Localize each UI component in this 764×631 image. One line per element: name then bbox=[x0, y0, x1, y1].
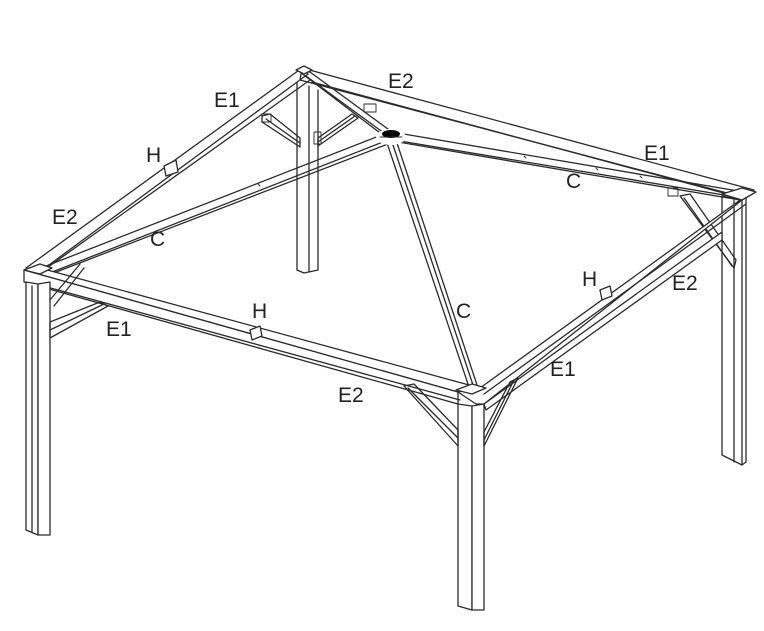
label-e1-top-left: E1 bbox=[214, 89, 240, 112]
rafter-c-left bbox=[35, 133, 389, 277]
label-e2-front: E2 bbox=[338, 384, 364, 407]
corner-cap-right bbox=[721, 187, 757, 201]
back-post-braces bbox=[261, 113, 359, 148]
front-left-post bbox=[25, 281, 51, 536]
label-c-front: C bbox=[456, 300, 471, 323]
label-e2-left: E2 bbox=[52, 206, 78, 229]
label-e1-front: E1 bbox=[106, 318, 132, 341]
beam-e1-left bbox=[25, 67, 311, 281]
back-bracket bbox=[363, 103, 377, 113]
corner-cap-front-right bbox=[455, 383, 487, 395]
part-labels: E1 E2 H E1 E2 C C H H E2 E1 C E1 E2 bbox=[52, 70, 698, 407]
label-e2-right: E2 bbox=[672, 272, 698, 295]
front-left-brace bbox=[49, 263, 109, 339]
rafter-c-front bbox=[385, 139, 479, 391]
beam-e1-right bbox=[457, 189, 755, 411]
rafter-bolts bbox=[257, 155, 643, 187]
bracket-h-front bbox=[249, 325, 263, 341]
label-e1-right: E1 bbox=[644, 142, 670, 165]
front-right-post bbox=[457, 403, 485, 611]
label-c-left: C bbox=[150, 228, 165, 251]
corner-cap-back bbox=[295, 65, 313, 75]
label-h-right: H bbox=[582, 268, 597, 291]
central-hub bbox=[376, 129, 406, 145]
label-h-front: H bbox=[252, 300, 267, 323]
label-c-right: C bbox=[566, 170, 581, 193]
bracket-h-right bbox=[599, 285, 613, 301]
corner-cap-front-left bbox=[23, 263, 53, 275]
gazebo-frame bbox=[23, 65, 757, 611]
label-e1-front-right: E1 bbox=[550, 358, 576, 381]
right-post bbox=[721, 195, 747, 466]
label-h-left: H bbox=[146, 144, 161, 167]
front-right-braces bbox=[403, 377, 519, 447]
label-e2-top: E2 bbox=[388, 70, 414, 93]
beam-e2-back bbox=[299, 67, 755, 199]
